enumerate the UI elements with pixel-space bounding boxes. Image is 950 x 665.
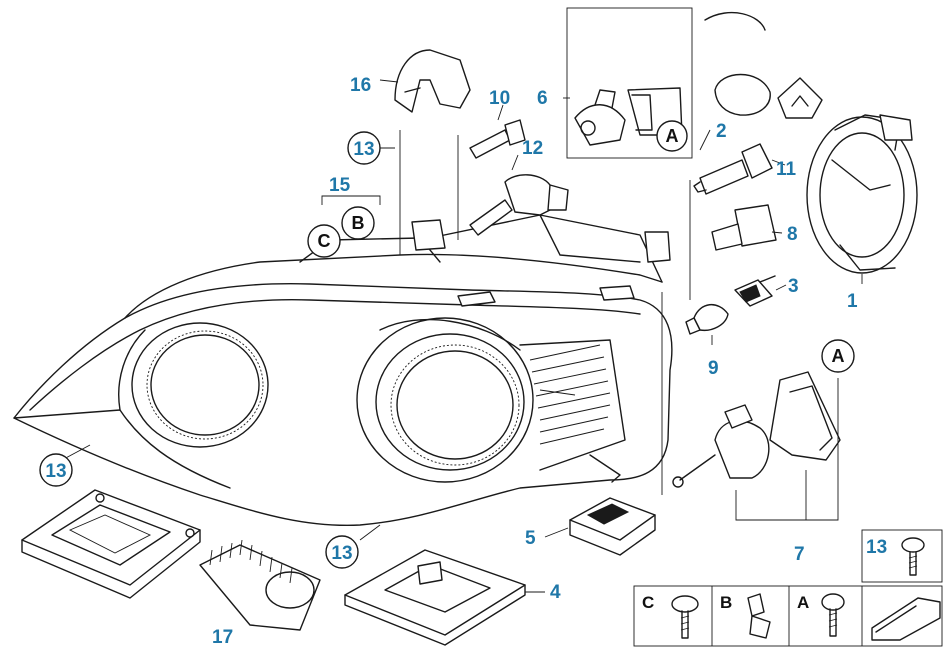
ref-circle-b-15 (341, 206, 375, 240)
part-4-ballast-mid (344, 549, 526, 646)
ref-letter-b-15: B (352, 213, 365, 233)
callout-16: 16 (350, 75, 371, 96)
part-2-ring (704, 11, 823, 119)
legend-letter-a: A (797, 593, 809, 612)
part-8-bulb (711, 204, 777, 251)
callout-12: 12 (522, 138, 543, 159)
ref-circle-c-15 (307, 224, 341, 258)
callout-9: 9 (708, 358, 719, 379)
callout-7: 7 (794, 544, 805, 565)
part-11-bulb (693, 143, 773, 195)
ref-circle-a-right (821, 339, 855, 373)
callout-4: 4 (550, 582, 561, 603)
part-16-bracket (394, 49, 471, 113)
callout-13-left: 13 (45, 461, 66, 482)
part-13-ballast-left (21, 489, 201, 599)
part-10-bulb (469, 119, 526, 159)
callout-1: 1 (847, 291, 858, 312)
part-7-igniter (672, 371, 841, 488)
callout-8: 8 (787, 224, 798, 245)
legend-letter-b: B (720, 593, 732, 612)
callout-11: 11 (776, 159, 797, 180)
legend-13-number: 13 (866, 537, 887, 558)
legend-c-screw-head (671, 595, 699, 613)
headlight-housing (13, 214, 673, 527)
ref-letter-circles: B C A (307, 206, 855, 373)
legend-letter-c: C (642, 593, 654, 612)
callout-5: 5 (525, 528, 536, 549)
callout-13-mid: 13 (331, 543, 352, 564)
part-5-module (569, 497, 656, 556)
callout-3: 3 (788, 276, 799, 297)
part-3-socket (734, 275, 776, 307)
callout-15: 15 (329, 175, 351, 196)
part-17-heatsink (199, 539, 321, 631)
legend-a-screw-head (821, 593, 845, 611)
callout-17: 17 (212, 627, 233, 648)
legend-fastener-row: C B A (633, 585, 943, 647)
ref-letter-a-inset: A (666, 126, 679, 146)
ref-letter-c-15: C (318, 231, 331, 251)
legend-b-clip (747, 593, 765, 617)
direction-arrow-icon (871, 597, 941, 641)
ref-letter-a-right: A (832, 346, 845, 366)
callout-13-top-circle (347, 131, 381, 165)
callout-13-top: 13 (353, 139, 374, 160)
part-1-bulb-cover (806, 114, 918, 274)
leader-lines (61, 79, 863, 593)
part-9-bulb (685, 304, 729, 335)
ref-circle-a-inset (656, 120, 688, 152)
callout-6: 6 (537, 88, 548, 109)
part-12-bulb (469, 174, 569, 236)
inset-box-6: A (566, 7, 693, 159)
callout-10: 10 (489, 88, 510, 109)
circled-callouts-13: 13 13 13 (39, 131, 381, 569)
callout-numbers: 1 2 3 4 5 6 7 8 9 10 11 12 15 16 17 (212, 75, 858, 648)
callout-13-left-circle (39, 453, 73, 487)
legend-13-box: 13 (861, 529, 943, 583)
callout-2: 2 (716, 121, 727, 142)
callout-13-mid-circle (325, 535, 359, 569)
